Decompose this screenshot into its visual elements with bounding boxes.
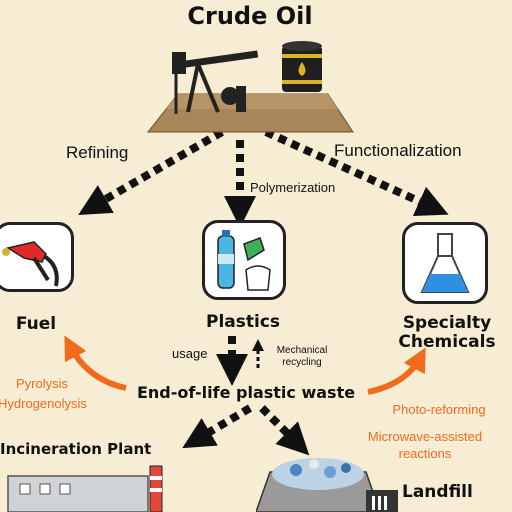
fuel-nozzle-icon bbox=[0, 222, 74, 292]
refining-arrow bbox=[78, 128, 224, 215]
photo-reforming-label: Photo-reforming bbox=[392, 402, 486, 417]
landfill-icon bbox=[256, 458, 398, 512]
incineration-plant-title: Incineration Plant bbox=[0, 440, 152, 458]
photo-reforming-curve bbox=[367, 347, 426, 395]
specialty-chemicals-line2: Chemicals bbox=[398, 332, 496, 352]
mechanical-line2: recycling bbox=[282, 357, 322, 368]
plastics-title: Plastics bbox=[205, 312, 281, 332]
hydrogenolysis-label: Hydrogenolysis bbox=[0, 396, 87, 411]
specialty-chemicals-line1: Specialty bbox=[402, 313, 492, 333]
microwave-label: Microwave-assisted reactions bbox=[350, 428, 500, 462]
oil-pump-icon bbox=[146, 41, 354, 133]
landfill-title: Landfill bbox=[402, 482, 473, 502]
microwave-line2: reactions bbox=[398, 446, 452, 461]
flask-icon bbox=[402, 222, 488, 304]
factory-icon bbox=[7, 465, 163, 512]
functionalization-label: Functionalization bbox=[334, 141, 462, 160]
refining-label: Refining bbox=[66, 143, 129, 162]
crude-oil-title: Crude Oil bbox=[187, 2, 313, 30]
incineration-arrow bbox=[182, 404, 253, 449]
fuel-title: Fuel bbox=[15, 314, 57, 334]
usage-label: usage bbox=[172, 346, 208, 361]
microwave-line1: Microwave-assisted bbox=[367, 429, 483, 444]
mechanical-line1: Mechanical bbox=[276, 345, 328, 356]
landfill-arrow bbox=[259, 405, 310, 456]
plastics-icon bbox=[202, 220, 286, 300]
functionalization-arrow bbox=[264, 128, 449, 216]
mechanical-recycling-label: Mechanical recycling bbox=[270, 345, 334, 369]
polymerization-label: Polymerization bbox=[250, 180, 336, 195]
pyrolysis-label: Pyrolysis bbox=[15, 376, 68, 391]
specialty-chemicals-title: Specialty Chemicals bbox=[392, 314, 502, 352]
end-of-life-waste-title: End-of-life plastic waste bbox=[136, 383, 356, 402]
pyrolysis-curve bbox=[64, 335, 127, 391]
